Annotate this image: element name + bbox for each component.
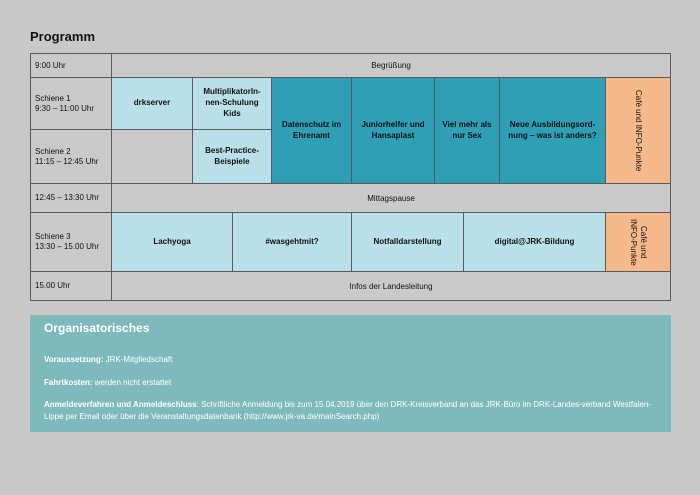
organisational-box: Organisatorisches Voraussetzung: JRK-Mit… [30,315,671,432]
session-cell: digital@JRK-Bildung [463,212,606,272]
time-cell: 15.00 Uhr [30,271,112,301]
session-cell: Juniorhelfer und Hansaplast [351,77,435,184]
page-title: Programm [30,29,96,44]
session-cell: Viel mehr als nur Sex [434,77,500,184]
cafe-label: Café und INFO-Punkte [629,218,648,266]
travel-cost-value: werden nicht erstattet [92,377,172,387]
session-cell: drkserver [111,77,193,130]
requirement-line: Voraussetzung: JRK-Mitgliedschaft [44,354,657,366]
time-cell: 12:45 – 13:30 Uhr [30,183,112,213]
session-cell: Neue Ausbildungsord- nung – was ist ande… [499,77,606,184]
organisational-content: Organisatorisches Voraussetzung: JRK-Mit… [44,321,657,433]
travel-cost-label: Fahrtkosten: [44,377,93,387]
org-title: Organisatorisches [44,321,150,335]
session-cell: Datenschutz im Ehrenamt [271,77,352,184]
time-cell: Schiene 3 13:30 – 15.00 Uhr [30,212,112,272]
cafe-cell: Café und INFO-Punkte [605,212,671,272]
registration-label: Anmeldeverfahren und Anmeldeschluss [44,400,197,410]
event-cell: Infos der Landesleitung [111,271,671,301]
event-cell: Begrüßung [111,53,671,78]
registration-line: Anmeldeverfahren und Anmeldeschluss: Sch… [44,399,657,422]
registration-value: : Schriftliche Anmeldung bis zum 15.04.2… [44,400,651,421]
session-cell: Best-Practice- Beispiele [192,129,272,184]
requirement-label: Voraussetzung: [44,355,104,364]
time-cell: 9:00 Uhr [30,53,112,78]
time-cell: Schiene 1 9:30 – 11:00 Uhr [30,77,112,130]
time-cell: Schiene 2 11:15 – 12:45 Uhr [30,129,112,184]
requirement-value: JRK-Mitgliedschaft [103,355,173,364]
session-cell: MultiplikatorIn- nen-Schulung Kids [192,77,272,130]
session-cell: #wasgehtmit? [232,212,352,272]
cafe-label: Café und INFO-Punkte [634,89,643,172]
empty-cell [111,129,193,184]
travel-cost-line: Fahrtkosten: werden nicht erstattet [44,377,657,389]
session-cell: Lachyoga [111,212,233,272]
event-cell: Mittagspause [111,183,671,213]
cafe-cell: Café und INFO-Punkte [605,77,671,184]
session-cell: Notfalldarstellung [351,212,464,272]
